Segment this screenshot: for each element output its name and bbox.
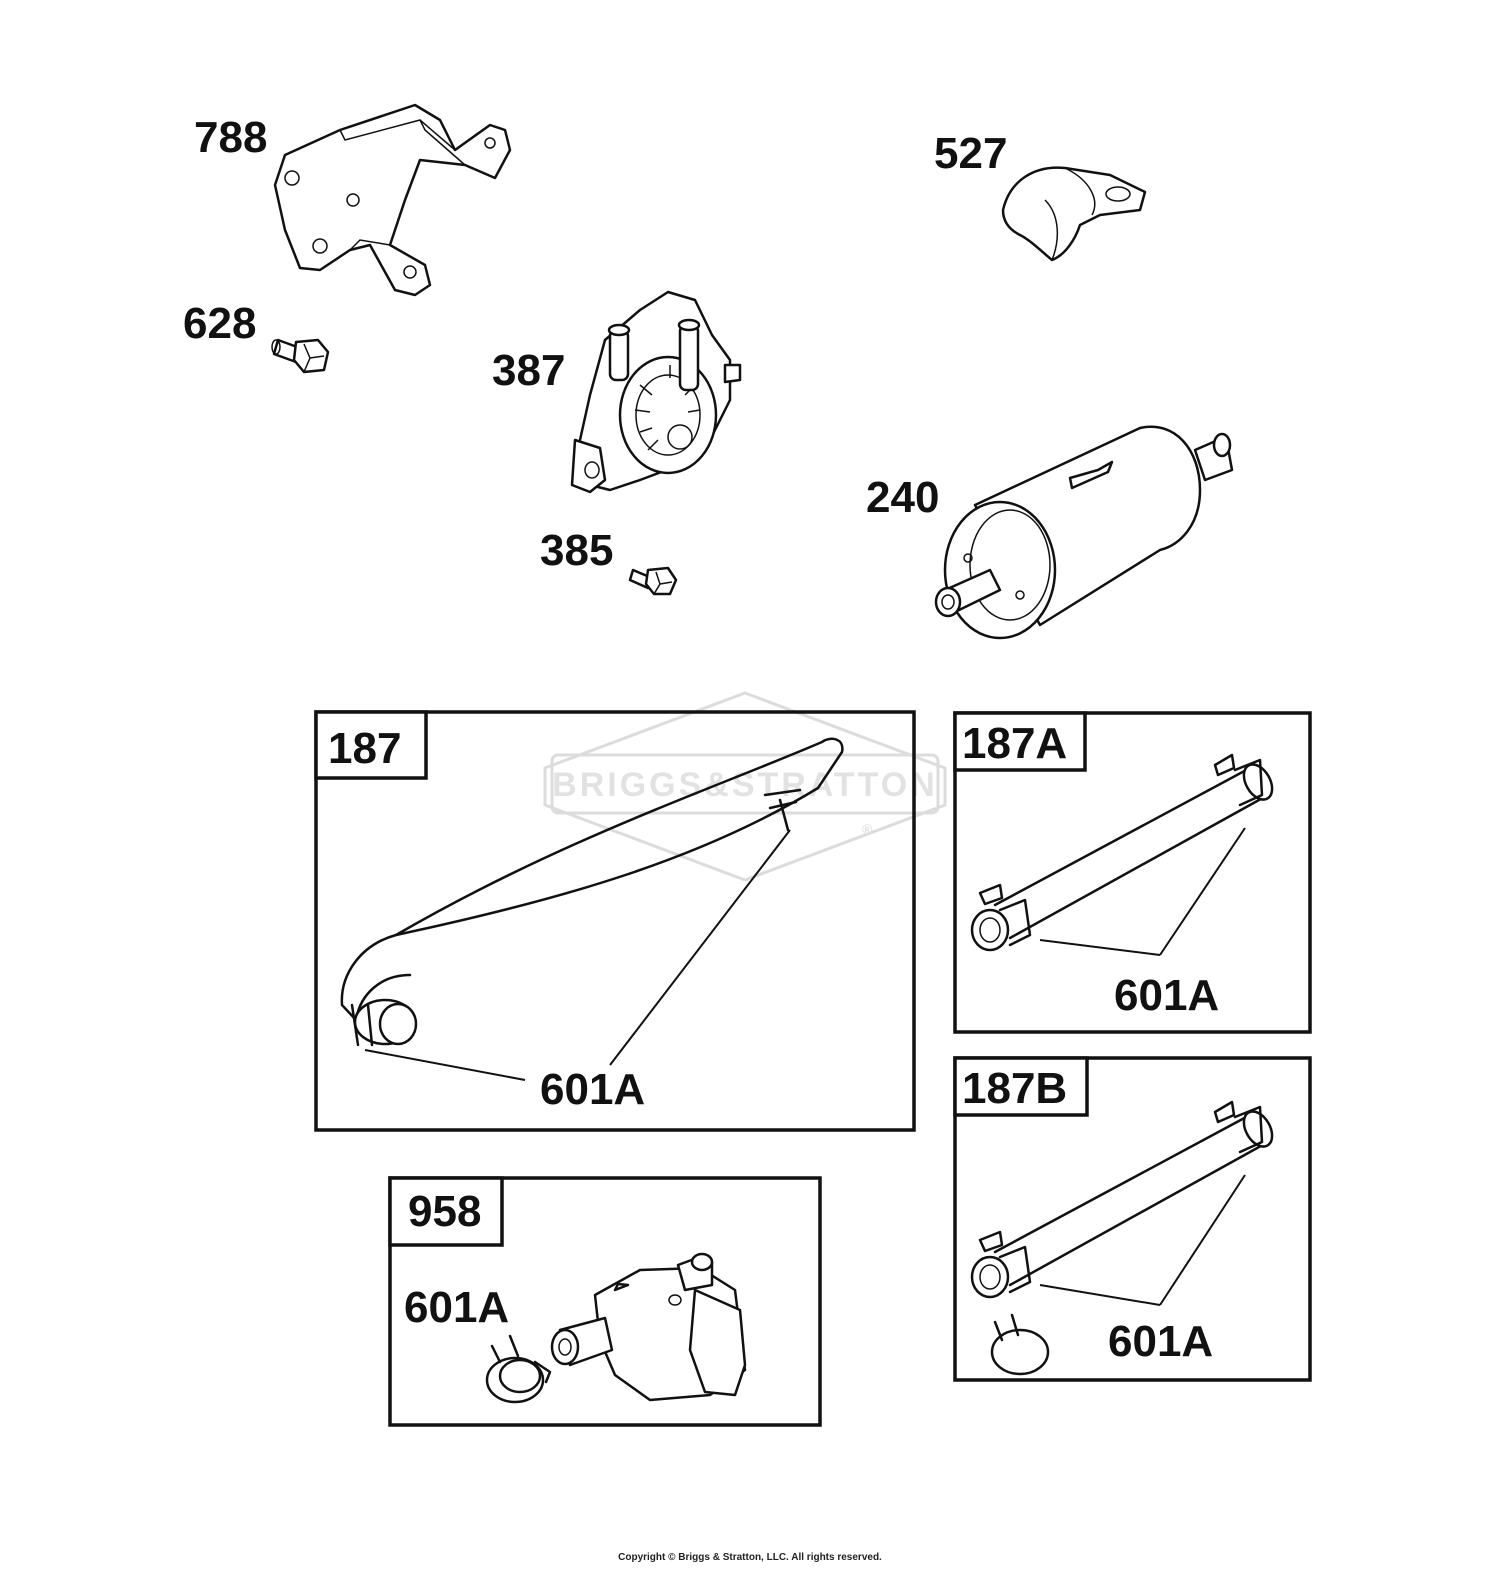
bolt-icon [271,338,330,374]
part-label-240: 240 [866,473,939,522]
part-label-387: 387 [492,346,565,395]
panel-label-187B: 187B [962,1064,1067,1113]
panel-label-187A: 187A [962,719,1067,768]
part-label-385: 385 [540,526,613,575]
watermark-registered: ® [862,821,873,837]
part-label-788: 788 [194,113,267,162]
panel-187B: 187B 601A [953,1056,1312,1382]
watermark-text: BRIGGS&STRATTON [552,766,938,804]
screw-icon [628,566,678,596]
part-label-527: 527 [934,129,1007,178]
panel-187A: 187A 601A [953,711,1312,1034]
watermark-logo: BRIGGS&STRATTON ® [543,691,947,882]
bracket-icon [273,103,512,297]
panel-187: 187 601A [314,710,916,1132]
panel-label-958: 958 [408,1187,481,1236]
panel-958: 958 601A [388,1176,822,1427]
hose-clamp-icon [485,1334,552,1404]
callout-601A-panel-958: 601A [404,1283,509,1332]
fuel-line-icon [970,1100,1274,1376]
shutoff-valve-icon [550,1252,747,1402]
fuel-line-icon [970,753,1274,952]
copyright-notice: Copyright © Briggs & Stratton, LLC. All … [618,1552,882,1563]
part-label-628: 628 [183,299,256,348]
callout-601A-panel-187B: 601A [1108,1317,1213,1366]
fuel-filter-icon [934,425,1234,640]
fuel-line-icon [340,737,844,1047]
callout-601A-panel-187: 601A [540,1065,645,1114]
callout-601A-panel-187A: 601A [1114,971,1219,1020]
clip-icon [1001,166,1147,262]
fuel-pump-icon [570,290,742,494]
panel-label-187: 187 [328,724,401,773]
